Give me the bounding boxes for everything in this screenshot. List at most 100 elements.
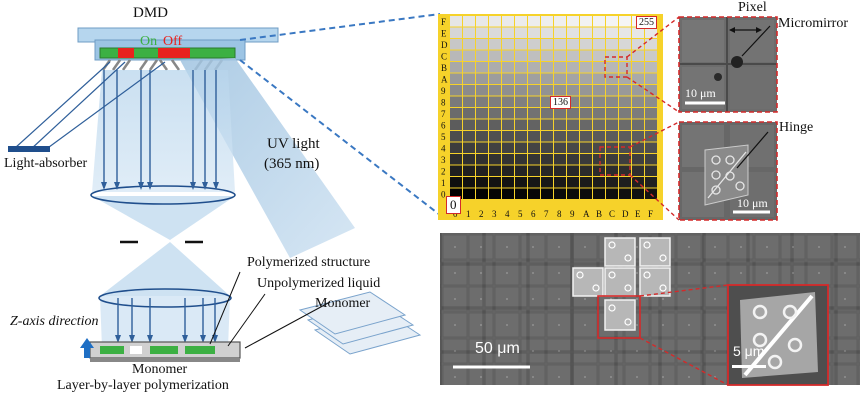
grid-cell: [606, 39, 618, 50]
grid-cell: [632, 62, 644, 73]
grid-cell: [528, 16, 540, 27]
expanding-cone: [100, 242, 230, 296]
grid-cell: [580, 96, 592, 107]
grid-cell: [619, 119, 631, 130]
grid-cell: [541, 96, 553, 107]
grid-cell: [580, 62, 592, 73]
grid-cell: [489, 177, 501, 188]
grid-cell: [528, 165, 540, 176]
grid-row-label: 5: [441, 132, 446, 142]
grid-cell: [554, 39, 566, 50]
sem-middle-image: [678, 121, 778, 221]
grid-cell: [541, 119, 553, 130]
grid-cell: [502, 154, 514, 165]
grid-cell: [528, 188, 540, 199]
grid-cell: [502, 131, 514, 142]
monomer-top-label: Monomer: [315, 296, 371, 311]
grid-cell: [541, 39, 553, 50]
grid-cell: [606, 50, 618, 61]
grid-cell: [554, 16, 566, 27]
grid-row-label: D: [441, 40, 448, 50]
grid-cell: [450, 73, 462, 84]
grid-cell: [463, 142, 475, 153]
grid-col-label: 0: [453, 209, 458, 219]
dmd-chip: [77, 27, 279, 61]
grid-row-label: A: [441, 75, 448, 85]
grid-cell: [450, 85, 462, 96]
grid-col-label: D: [622, 209, 629, 219]
grid-cell: [502, 177, 514, 188]
grid-cell: [619, 50, 631, 61]
grid-cell: [450, 142, 462, 153]
grid-cell: [541, 50, 553, 61]
grid-cell: [476, 165, 488, 176]
grid-cell: [541, 16, 553, 27]
grid-cell: [580, 27, 592, 38]
vertical-arrowheads: [101, 182, 219, 190]
grid-cell: [619, 142, 631, 153]
grid-cell: [567, 50, 579, 61]
grid-cell: [528, 39, 540, 50]
grid-cell: [528, 50, 540, 61]
grid-row-label: E: [441, 29, 447, 39]
grid-row-label: 3: [441, 155, 446, 165]
grid-cell: [593, 177, 605, 188]
grid-cell: [554, 177, 566, 188]
grid-cell: [463, 96, 475, 107]
z-axis-label: Z-axis direction: [10, 314, 99, 329]
on-label: On: [140, 34, 158, 49]
grid-cell: [450, 108, 462, 119]
grid-col-label: 5: [518, 209, 523, 219]
grid-cell: [515, 73, 527, 84]
grid-row-label: 1: [441, 178, 446, 188]
grid-cell: [515, 188, 527, 199]
grid-cell: [554, 131, 566, 142]
grid-cell: [541, 73, 553, 84]
reflected-beam: [92, 70, 235, 192]
grid-cell: [593, 188, 605, 199]
grid-row-label: 0: [441, 190, 446, 200]
grid-cell: [541, 27, 553, 38]
grid-cell: [606, 85, 618, 96]
sem-top-scale-label: 10 μm: [685, 86, 716, 100]
grid-cell: [606, 131, 618, 142]
grid-cell: [476, 16, 488, 27]
grid-cell: [541, 62, 553, 73]
light-absorber-label: Light-absorber: [4, 156, 88, 171]
grid-cell: [580, 73, 592, 84]
leader-lines: [209, 271, 331, 349]
grid-cell: [632, 50, 644, 61]
grid-cell: [645, 96, 657, 107]
grid-cell: [450, 50, 462, 61]
grid-cell: [580, 165, 592, 176]
grid-cell: [489, 131, 501, 142]
grid-cell: [489, 39, 501, 50]
grid-max-value: 255: [636, 16, 657, 29]
grid-cell: [645, 85, 657, 96]
grid-cell: [515, 131, 527, 142]
connector-top: [239, 13, 441, 41]
vertical-rays: [103, 70, 217, 188]
grid-row-label: C: [441, 52, 447, 62]
grid-cell: [541, 188, 553, 199]
grid-cell: [593, 73, 605, 84]
grid-row-label: 8: [441, 98, 446, 108]
grid-cell: [567, 85, 579, 96]
grid-cell: [567, 108, 579, 119]
grid-cell: [554, 85, 566, 96]
grid-cell: [606, 16, 618, 27]
grid-cell: [476, 131, 488, 142]
grid-cell: [463, 188, 475, 199]
grid-cell: [528, 154, 540, 165]
lower-arrowheads: [115, 335, 218, 343]
layer-by-layer-label: Layer-by-layer polymerization: [57, 378, 229, 393]
grid-cell: [515, 154, 527, 165]
grid-cell: [502, 85, 514, 96]
grid-cell: [515, 62, 527, 73]
grid-min-value: 0: [446, 196, 461, 214]
grid-cell: [632, 73, 644, 84]
grid-cell: [502, 142, 514, 153]
grid-cell: [632, 27, 644, 38]
grid-cell: [606, 27, 618, 38]
grid-cell: [528, 119, 540, 130]
